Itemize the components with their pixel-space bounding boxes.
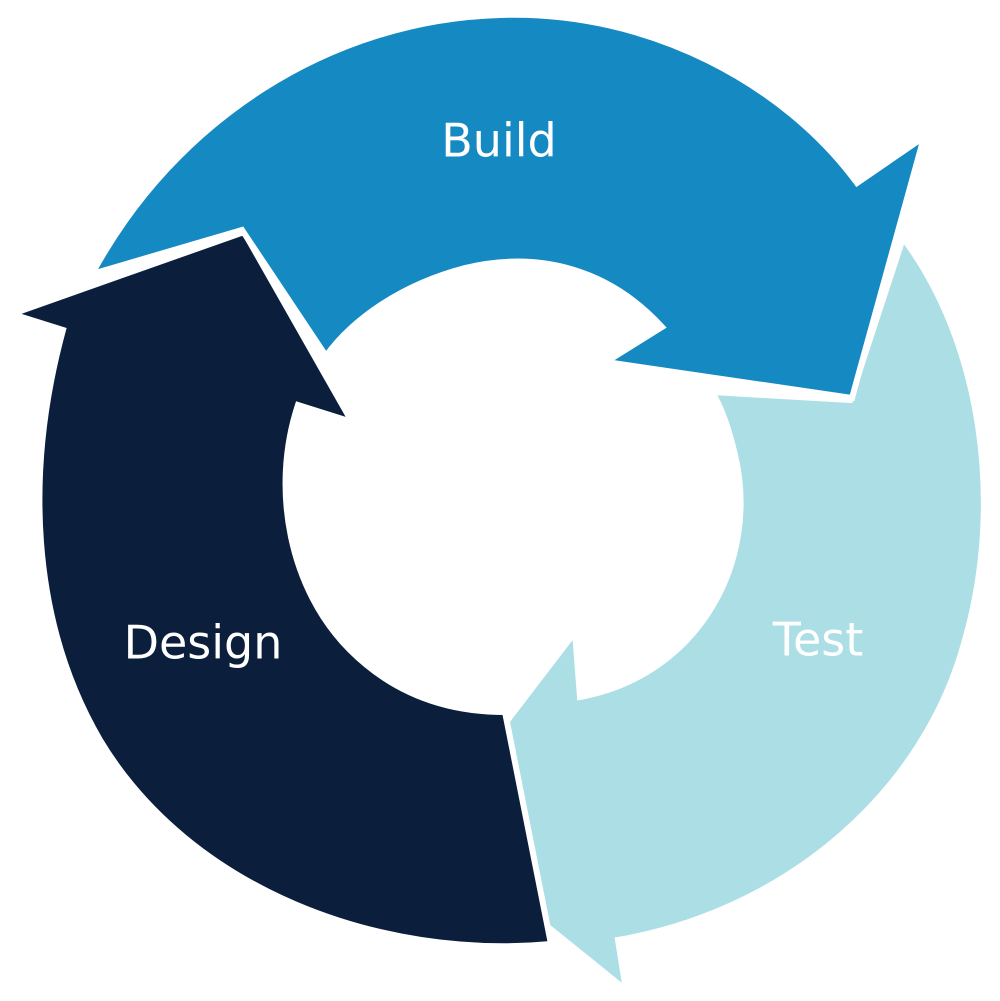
build-label: Build [441, 114, 556, 168]
design-label: Design [124, 616, 283, 670]
test-arrow [420, 231, 987, 998]
design-arrow [2, 228, 555, 950]
build-arrow [85, 11, 930, 402]
test-label: Test [772, 613, 864, 667]
